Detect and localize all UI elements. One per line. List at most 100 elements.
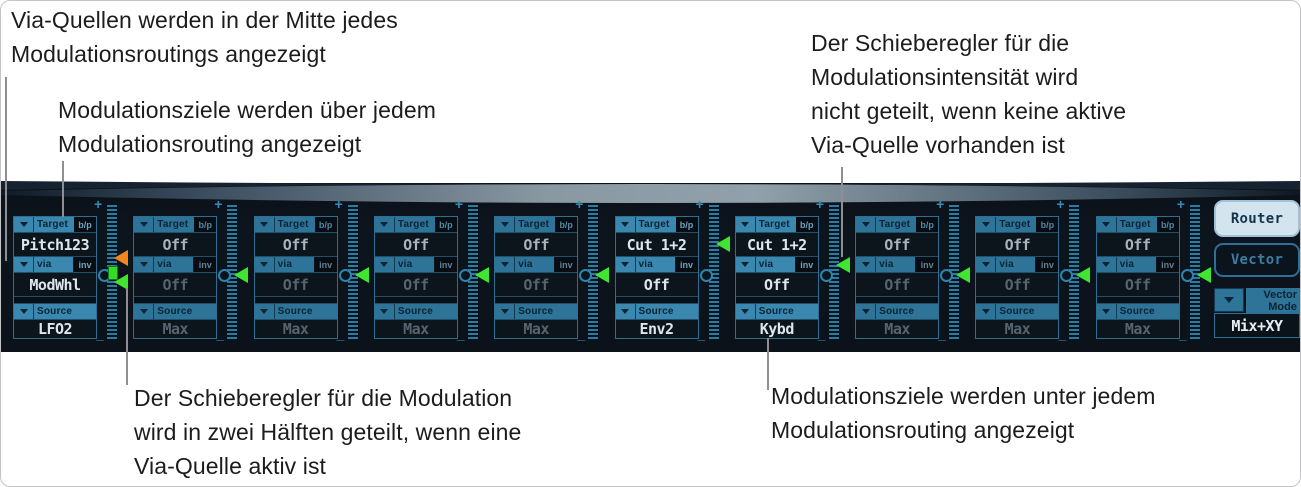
source-value[interactable]: Env2 <box>639 320 674 338</box>
intensity-slider-track[interactable] <box>467 205 478 339</box>
invert-badge[interactable]: inv <box>795 257 818 272</box>
bipolar-badge[interactable]: b/p <box>74 217 96 232</box>
source-value[interactable]: Max <box>1004 320 1031 338</box>
target-value[interactable]: Cut 1+2 <box>735 233 818 257</box>
source-dropdown-button[interactable] <box>134 304 155 319</box>
source-value[interactable]: Max <box>403 320 429 338</box>
target-value[interactable]: Off <box>1096 233 1179 257</box>
invert-badge[interactable]: inv <box>555 257 578 272</box>
bipolar-badge[interactable]: b/p <box>1036 217 1059 232</box>
router-tab-button[interactable]: Router <box>1214 200 1300 237</box>
via-value[interactable]: Off <box>374 273 457 297</box>
via-dropdown-button[interactable] <box>615 257 636 272</box>
target-dropdown-button[interactable] <box>856 217 877 232</box>
bipolar-badge[interactable]: b/p <box>434 217 457 232</box>
via-dropdown-button[interactable] <box>856 257 877 272</box>
intensity-arrow[interactable] <box>595 267 610 283</box>
source-dropdown-button[interactable] <box>374 304 395 319</box>
target-value[interactable]: Off <box>134 233 217 257</box>
intensity-slider-track[interactable] <box>949 205 960 339</box>
source-value[interactable]: Max <box>523 320 549 338</box>
via-value[interactable]: Off <box>495 273 578 297</box>
source-dropdown-button[interactable] <box>14 304 34 319</box>
source-value[interactable]: Max <box>162 320 189 338</box>
intensity-arrow[interactable] <box>1196 267 1211 283</box>
via-value[interactable]: Off <box>134 273 217 297</box>
intensity-slider-track[interactable] <box>347 205 358 339</box>
source-dropdown-button[interactable] <box>735 304 756 319</box>
source-value[interactable]: Max <box>1124 320 1151 338</box>
source-value[interactable]: Max <box>282 320 309 338</box>
target-value[interactable]: Off <box>856 233 939 257</box>
via-value[interactable]: Off <box>254 273 337 297</box>
target-dropdown-button[interactable] <box>1096 217 1117 232</box>
target-dropdown-button[interactable] <box>615 217 636 232</box>
source-value[interactable]: Kybd <box>759 320 795 338</box>
invert-badge[interactable]: inv <box>1036 257 1059 272</box>
source-dropdown-button[interactable] <box>615 304 636 319</box>
intensity-arrow[interactable] <box>835 257 850 273</box>
target-dropdown-button[interactable] <box>254 217 275 232</box>
source-dropdown-button[interactable] <box>495 304 516 319</box>
invert-badge[interactable]: inv <box>194 257 217 272</box>
intensity-slider-track[interactable] <box>588 205 599 339</box>
bipolar-badge[interactable]: b/p <box>314 217 337 232</box>
intensity-slider-track[interactable] <box>1069 205 1080 339</box>
intensity-slider-track[interactable] <box>227 205 238 339</box>
bipolar-badge[interactable]: b/p <box>795 217 818 232</box>
via-value[interactable]: Off <box>976 273 1059 297</box>
via-value[interactable]: Off <box>856 273 939 297</box>
target-dropdown-button[interactable] <box>735 217 756 232</box>
via-dropdown-button[interactable] <box>254 257 275 272</box>
source-dropdown-button[interactable] <box>254 304 275 319</box>
upper-half-intensity-arrow[interactable] <box>114 250 128 266</box>
target-value[interactable]: Off <box>976 233 1059 257</box>
via-dropdown-button[interactable] <box>1096 257 1117 272</box>
target-value[interactable]: Off <box>374 233 457 257</box>
intensity-arrow[interactable] <box>956 267 971 283</box>
target-dropdown-button[interactable] <box>976 217 997 232</box>
via-dropdown-button[interactable] <box>374 257 395 272</box>
bipolar-badge[interactable]: b/p <box>194 217 217 232</box>
intensity-arrow[interactable] <box>234 267 249 283</box>
intensity-slider-track[interactable] <box>708 205 719 339</box>
lower-half-intensity-arrow[interactable] <box>114 274 128 290</box>
source-dropdown-button[interactable] <box>1096 304 1117 319</box>
target-value[interactable]: Off <box>495 233 578 257</box>
target-dropdown-button[interactable] <box>495 217 516 232</box>
via-dropdown-button[interactable] <box>134 257 155 272</box>
intensity-arrow[interactable] <box>354 267 369 283</box>
via-value[interactable]: Off <box>735 273 818 297</box>
intensity-arrow[interactable] <box>715 236 730 252</box>
source-dropdown-button[interactable] <box>856 304 877 319</box>
bipolar-badge[interactable]: b/p <box>675 217 698 232</box>
vector-mode-dropdown-button[interactable] <box>1214 288 1244 312</box>
via-dropdown-button[interactable] <box>976 257 997 272</box>
intensity-arrow[interactable] <box>1076 267 1091 283</box>
target-value[interactable]: Pitch123 <box>14 233 96 257</box>
invert-badge[interactable]: inv <box>675 257 698 272</box>
via-dropdown-button[interactable] <box>14 257 34 272</box>
target-value[interactable]: Cut 1+2 <box>615 233 698 257</box>
source-value[interactable]: LFO2 <box>37 320 73 338</box>
intensity-slider-track[interactable] <box>1189 205 1200 339</box>
invert-badge[interactable]: inv <box>74 257 96 272</box>
vector-tab-button[interactable]: Vector <box>1214 243 1300 277</box>
bipolar-badge[interactable]: b/p <box>1156 217 1179 232</box>
via-value[interactable]: ModWhl <box>14 273 96 297</box>
invert-badge[interactable]: inv <box>916 257 939 272</box>
bipolar-badge[interactable]: b/p <box>555 217 578 232</box>
intensity-slider-track[interactable] <box>828 205 839 339</box>
via-dropdown-button[interactable] <box>735 257 756 272</box>
target-dropdown-button[interactable] <box>134 217 155 232</box>
vector-mode-value[interactable]: Mix+XY <box>1214 313 1300 338</box>
via-value[interactable]: Off <box>615 273 698 297</box>
invert-badge[interactable]: inv <box>1156 257 1179 272</box>
target-dropdown-button[interactable] <box>374 217 395 232</box>
invert-badge[interactable]: inv <box>314 257 337 272</box>
target-dropdown-button[interactable] <box>14 217 34 232</box>
intensity-arrow[interactable] <box>474 267 489 283</box>
source-value[interactable]: Max <box>884 320 910 338</box>
invert-badge[interactable]: inv <box>434 257 457 272</box>
bipolar-badge[interactable]: b/p <box>916 217 939 232</box>
